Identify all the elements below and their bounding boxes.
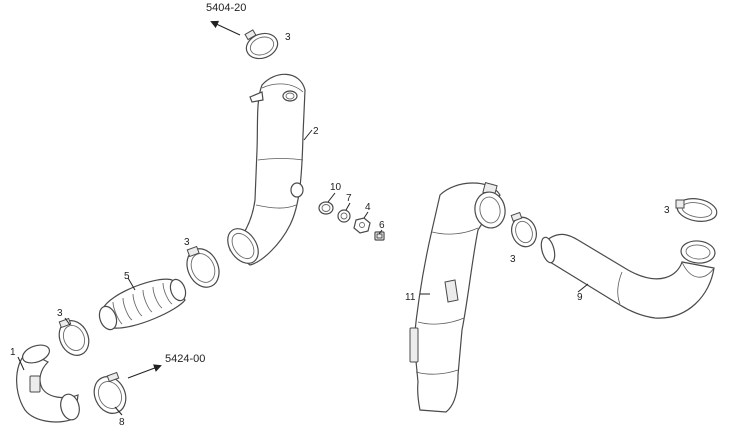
label-4: 4	[365, 202, 371, 213]
pipe-9	[540, 233, 716, 319]
label-8: 8	[119, 417, 125, 425]
nut-4	[353, 217, 371, 234]
clamp-top	[244, 29, 279, 60]
label-2: 2	[313, 126, 319, 137]
label-3-top-right: 3	[664, 205, 670, 216]
bellows-5	[98, 278, 187, 331]
label-5: 5	[124, 271, 130, 282]
label-6: 6	[379, 220, 385, 231]
plug-6	[374, 231, 385, 241]
pipe-11	[409, 182, 506, 413]
label-3-left: 3	[57, 308, 63, 319]
clamp-top-right	[675, 198, 718, 222]
pipe-2	[227, 73, 306, 266]
clamp-mid	[186, 245, 220, 288]
leader-lines	[17, 129, 589, 416]
label-3-right-mid: 3	[510, 254, 516, 265]
pipe-1	[16, 344, 80, 423]
label-1: 1	[10, 347, 16, 358]
reference-arrow-bottom: 5424-00	[127, 353, 205, 379]
reference-arrow-top: 5404-20	[206, 2, 246, 36]
clamp-right-mid	[510, 211, 537, 248]
clamp-left	[58, 317, 90, 356]
arrow-top-icon	[210, 20, 241, 36]
label-11: 11	[405, 292, 416, 303]
label-9: 9	[577, 292, 583, 303]
label-7: 7	[346, 193, 352, 204]
clamp-8	[93, 371, 127, 414]
arrow-bottom-icon	[127, 364, 162, 379]
label-10: 10	[330, 182, 342, 193]
washer-7	[337, 209, 351, 223]
part-labels: 3 2 3 5 3 1 8 10 7 4 6 11 3 9 3	[10, 32, 670, 425]
reference-label-top: 5404-20	[206, 2, 246, 14]
label-3-top: 3	[285, 32, 291, 43]
gasket-10	[318, 201, 334, 215]
label-3-mid: 3	[184, 237, 190, 248]
reference-label-bottom: 5424-00	[165, 353, 205, 365]
